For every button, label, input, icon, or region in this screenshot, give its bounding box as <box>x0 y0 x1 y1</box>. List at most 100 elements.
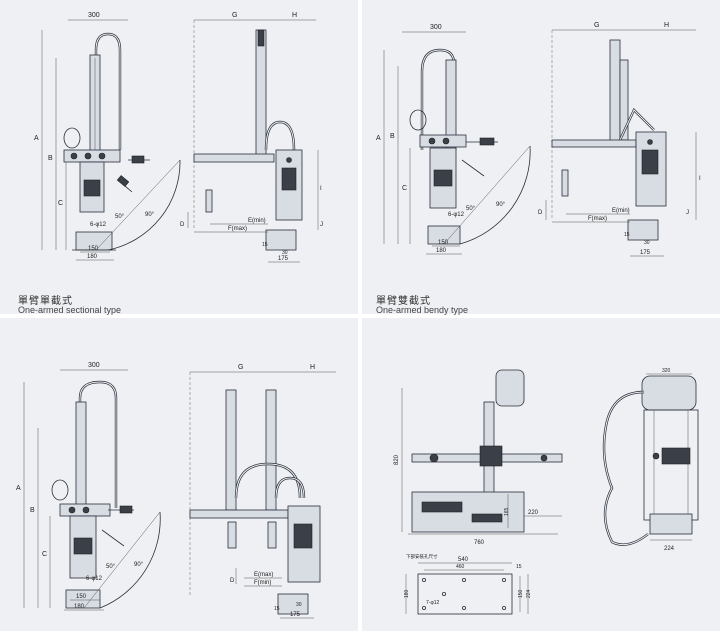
dim-f-max: F(max) <box>588 216 607 222</box>
horizontal-arm <box>551 139 637 148</box>
dim-d: D <box>538 210 543 216</box>
clamp-ring <box>51 479 69 501</box>
dim-a: A <box>376 135 381 142</box>
dim-h224: 224 <box>526 589 532 598</box>
dim-150: 150 <box>76 594 87 600</box>
angle-50: 50° <box>466 206 476 212</box>
dim-175: 175 <box>290 612 301 618</box>
dim-h: H <box>310 364 315 371</box>
dim-i: I <box>320 186 322 192</box>
right-head-unit <box>641 375 697 411</box>
dim-i: I <box>699 176 701 182</box>
dim-a: A <box>34 135 39 142</box>
dim-g: G <box>238 364 243 371</box>
caption-cn: 單臂單截式 <box>18 296 73 307</box>
caption-en: One-armed sectional type <box>18 305 122 315</box>
dim-g: G <box>594 22 599 29</box>
swing-arc <box>99 511 161 609</box>
dim-h150: 150 <box>518 589 524 598</box>
right-base <box>649 513 693 535</box>
dim-460: 460 <box>456 564 465 570</box>
caption-en: One-armed bendy type <box>376 305 469 315</box>
right-frame <box>643 409 699 521</box>
side-base <box>265 229 297 251</box>
dim-15: 15 <box>262 242 268 248</box>
angle-90: 90° <box>134 562 144 568</box>
diagram-panel-double: 300 50° 90° 6-φ12 A B C 150 180 G H <box>0 318 358 631</box>
sectional-drawing: 300 50° 90° 6-φ12 A B C <box>34 12 323 263</box>
top-view-drawing: 820 760 220 165 下部安裝孔尺寸 540 460 15 7-φ12… <box>394 368 699 615</box>
clamp-ring <box>409 109 427 131</box>
dim-760: 760 <box>474 540 485 546</box>
phi-label: 6-φ12 <box>86 576 103 582</box>
dim-h: H <box>664 22 669 29</box>
dim-30: 30 <box>296 602 302 608</box>
dim-540: 540 <box>458 557 469 563</box>
dim-f-max: F(max) <box>228 226 247 232</box>
dim-15: 15 <box>624 232 630 238</box>
angle-90: 90° <box>145 212 155 218</box>
side-column <box>255 29 267 161</box>
dim-30: 30 <box>644 240 650 246</box>
dim-15: 15 <box>274 606 280 612</box>
dim-e-max: E(max) <box>254 572 273 578</box>
dim-320: 320 <box>662 368 671 374</box>
dim-e-min: E(min) <box>612 208 630 214</box>
dim-c: C <box>42 551 47 558</box>
side-column-2 <box>265 389 277 511</box>
dim-15: 15 <box>516 564 522 570</box>
clamp-ring <box>63 127 81 149</box>
angle-50: 50° <box>106 564 116 570</box>
arm-column <box>75 401 87 509</box>
right-hose <box>602 390 649 546</box>
dim-g: G <box>232 12 237 19</box>
dim-d: D <box>180 222 185 228</box>
dim-165: 165 <box>504 507 510 516</box>
dim-30: 30 <box>282 250 288 256</box>
bendy-drawing: 300 50° 90° 6-φ12 A B C 150 180 G H <box>376 22 701 257</box>
dim-c: C <box>402 185 407 192</box>
dim-c: C <box>58 200 63 207</box>
double-drawing: 300 50° 90° 6-φ12 A B C 150 180 G H <box>16 362 336 619</box>
horizontal-arm <box>193 153 275 163</box>
dim-e-min: E(min) <box>248 218 266 224</box>
dim-175: 175 <box>640 250 651 256</box>
diagram-panel-bendy: 300 50° 90° 6-φ12 A B C 150 180 G H <box>362 0 720 315</box>
swing-arc <box>107 159 181 251</box>
dim-b: B <box>390 133 395 140</box>
dim-180: 180 <box>436 248 447 254</box>
dim-a: A <box>16 485 21 492</box>
horizontal-arm <box>189 509 289 519</box>
side-base <box>277 593 309 615</box>
dim-175: 175 <box>278 256 289 262</box>
dim-d: D <box>230 578 235 584</box>
diagram-panel-sectional: 300 50° 90° 6-φ12 A B C <box>0 0 358 315</box>
dim-f-min: F(min) <box>254 580 271 586</box>
dim-150: 150 <box>438 240 449 246</box>
angle-50: 50° <box>115 214 125 220</box>
dim-150: 150 <box>88 246 99 252</box>
base-plate <box>417 573 513 615</box>
phi-label: 6-φ12 <box>90 222 107 228</box>
phi-label: 7-φ12 <box>426 600 439 606</box>
base-title: 下部安裝孔尺寸 <box>406 553 438 560</box>
dim-h180: 180 <box>404 589 410 598</box>
phi-label: 6-φ12 <box>448 212 465 218</box>
dim-300: 300 <box>88 12 100 19</box>
swing-arc <box>459 145 531 245</box>
diagram-panel-top-view: 820 760 220 165 下部安裝孔尺寸 540 460 15 7-φ12… <box>362 318 720 631</box>
angle-90: 90° <box>496 202 506 208</box>
side-base <box>627 219 659 241</box>
dim-820: 820 <box>394 454 400 465</box>
dim-j: J <box>686 210 689 216</box>
head-unit <box>495 369 525 407</box>
dim-b: B <box>48 155 53 162</box>
side-column-1 <box>225 389 237 511</box>
caption-cn: 單臂雙截式 <box>376 296 431 307</box>
dim-300: 300 <box>88 362 100 369</box>
dim-180: 180 <box>74 604 85 610</box>
dim-220: 220 <box>528 510 539 516</box>
dim-300: 300 <box>430 24 442 31</box>
dim-j: J <box>320 222 323 228</box>
base-block <box>65 589 101 609</box>
